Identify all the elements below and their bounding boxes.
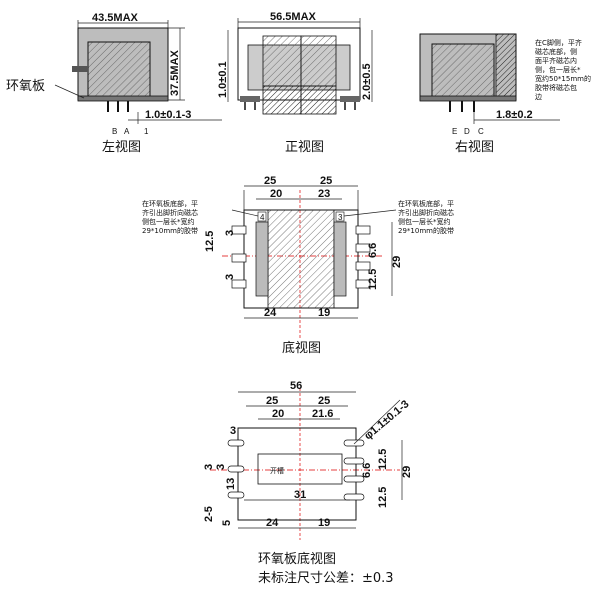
left-pin-b: B	[112, 127, 117, 136]
epoxy-dim-right-125a: 12.5	[377, 449, 389, 470]
epoxy-dim-left-13: 13	[225, 478, 237, 490]
left-view: 43.5MAX 37.5MAX 1.0±0.1-3 环氧板 B A 1 左视图	[6, 12, 222, 155]
epoxy-dim-bot-l: 24	[266, 517, 279, 529]
right-note-5: 宽约50*15mm的	[535, 74, 591, 83]
epoxy-dim-right-29: 29	[401, 466, 413, 478]
epoxy-dim-left-3b: 3	[203, 464, 215, 470]
epoxy-dim-top-r: 25	[318, 395, 330, 407]
right-note-3: 面平齐磁芯内	[535, 56, 577, 65]
epoxy-dim-31: 31	[294, 489, 306, 501]
right-note-4: 侧，包一层长*	[535, 65, 581, 74]
bottom-note-l3: 侧包一层长*宽约	[142, 217, 195, 226]
left-dim-width: 43.5MAX	[92, 12, 139, 24]
bottom-dim-top-l: 25	[264, 175, 276, 187]
front-dim-left: 1.0±0.1	[217, 61, 229, 98]
right-pin-c: C	[478, 127, 484, 136]
right-view: 在C脚侧，平齐 磁芯底部，侧 面平齐磁芯内 侧，包一层长* 宽约50*15mm的…	[419, 33, 591, 155]
right-note-2: 磁芯底部，侧	[535, 47, 577, 56]
epoxy-board-label: 环氧板	[6, 79, 45, 94]
bottom-dim-side-r2: 12.5	[367, 269, 379, 290]
bottom-dim-side-l3: 3	[224, 274, 236, 280]
right-dim-pin: 1.8±0.2	[496, 109, 533, 121]
front-dim-width: 56.5MAX	[270, 11, 317, 23]
epoxy-dim-left-5: 5	[221, 520, 233, 526]
left-pin-1: 1	[144, 127, 149, 136]
bottom-dim-mid-r: 23	[318, 188, 330, 200]
right-note-7: 边	[535, 92, 542, 101]
bottom-note-r3: 侧包一层长*宽约	[398, 217, 451, 226]
epoxy-dim-mid-r: 21.6	[312, 408, 333, 420]
right-pin-e: E	[452, 127, 457, 136]
bottom-note-r1: 在环氧板底部，平	[398, 199, 454, 208]
epoxy-dim-top-l: 25	[266, 395, 278, 407]
bottom-note-r4: 29*10mm的胶带	[398, 226, 454, 235]
front-view-caption: 正视图	[285, 140, 324, 155]
right-note-1: 在C脚侧，平齐	[535, 38, 582, 47]
left-pin-a: A	[124, 127, 130, 136]
left-dim-height: 37.5MAX	[169, 49, 181, 96]
epoxy-slot-label: 开槽	[270, 466, 284, 475]
bottom-view-caption: 底视图	[282, 340, 321, 356]
epoxy-dim-hole: φ1.1±0.1-3	[362, 398, 411, 442]
bottom-mark-l: 4	[260, 213, 265, 222]
epoxy-dim-right-125b: 12.5	[377, 487, 389, 508]
bottom-dim-side-l2: 3	[224, 230, 236, 236]
right-view-caption: 右视图	[455, 140, 494, 155]
epoxy-dim-mid-l: 20	[272, 408, 284, 420]
bottom-mark-r: 3	[338, 213, 343, 222]
epoxy-dim-bot-r: 19	[318, 517, 330, 529]
bottom-dim-bot-l: 24	[264, 307, 277, 319]
front-view: 56.5MAX 1.0±0.1 2.0±0.5 正视图	[217, 11, 373, 155]
tolerance-note: 未标注尺寸公差：±0.3	[258, 571, 394, 586]
right-pin-d: D	[464, 127, 470, 136]
epoxy-dim-left-3a: 3	[230, 425, 236, 437]
bottom-dim-total: 29	[391, 256, 403, 268]
bottom-dim-top-r: 25	[320, 175, 332, 187]
bottom-note-l2: 齐引出脚折向磁芯	[142, 208, 198, 217]
bottom-dim-side-r1: 6.6	[367, 243, 379, 258]
bottom-dim-bot-r: 19	[318, 307, 330, 319]
left-view-caption: 左视图	[102, 140, 141, 155]
front-dim-right: 2.0±0.5	[361, 63, 373, 100]
bottom-note-l4: 29*10mm的胶带	[142, 226, 198, 235]
bottom-view: 25 25 20 23 4 3 在环氧板底部，平 齐引出脚折向磁芯 侧包一层长*…	[142, 175, 454, 356]
epoxy-dim-right-66: 6.6	[361, 463, 373, 478]
epoxy-bottom-view: 56 25 25 20 21.6 开槽 φ1.1±0.1-3 31 24 19 …	[203, 380, 413, 586]
bottom-note-r2: 齐引出脚折向磁芯	[398, 208, 454, 217]
bottom-dim-mid-l: 20	[270, 188, 282, 200]
epoxy-dim-left-25: 2-5	[203, 506, 215, 522]
epoxy-view-caption: 环氧板底视图	[258, 551, 336, 567]
epoxy-dim-left-3c: 3	[215, 464, 227, 470]
right-note-6: 胶带将磁芯包	[535, 83, 577, 92]
bottom-note-l1: 在环氧板底部，平	[142, 199, 198, 208]
bottom-dim-side-l1: 12.5	[204, 231, 216, 252]
left-dim-pin: 1.0±0.1-3	[145, 109, 191, 121]
epoxy-dim-total: 56	[290, 380, 302, 392]
